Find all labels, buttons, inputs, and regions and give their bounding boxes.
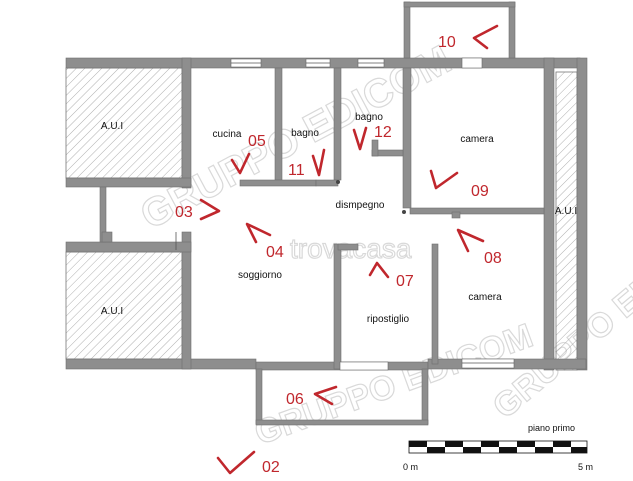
room-labels: A.U.I A.U.I A.U.I cucina bagno bagno cam… <box>101 112 577 325</box>
photo-arrow-07 <box>368 261 390 279</box>
photo-number-02: 02 <box>262 459 280 476</box>
photo-number-05: 05 <box>248 133 266 150</box>
window-camera-top <box>461 57 483 69</box>
room-label-ripostiglio: ripostiglio <box>367 314 410 325</box>
scale-title: piano primo <box>528 423 575 433</box>
photo-arrow-02 <box>216 450 256 475</box>
room-label-aui-bottom-left: A.U.I <box>101 306 123 317</box>
photo-number-07: 07 <box>396 273 414 290</box>
windows <box>230 57 515 371</box>
scale-start-label: 0 m <box>403 462 418 472</box>
scale-bar: piano primo 0 m 5 m <box>403 423 593 472</box>
window-camera-bottom <box>461 358 515 369</box>
room-label-aui-top-left: A.U.I <box>101 121 123 132</box>
room-label-aui-right: A.U.I <box>555 206 577 217</box>
scale-end-label: 5 m <box>578 462 593 472</box>
room-label-bagno-1: bagno <box>291 128 319 139</box>
photo-arrow-12 <box>352 126 368 151</box>
aui-top-left-area <box>65 67 183 179</box>
window-soggiorno <box>339 361 389 371</box>
photo-number-09: 09 <box>471 183 489 200</box>
photo-number-03: 03 <box>175 204 193 221</box>
door-markers <box>175 180 406 250</box>
photo-arrow-09 <box>429 169 459 190</box>
photo-arrow-11 <box>311 148 326 177</box>
photo-arrow-03 <box>199 198 221 221</box>
room-label-camera-bottom: camera <box>468 292 502 303</box>
watermark-brand-bottom: GRUPPO EDICOM <box>250 317 538 453</box>
photo-arrow-05 <box>230 152 251 175</box>
photo-number-06: 06 <box>286 391 304 408</box>
room-label-soggiorno: soggiorno <box>238 270 282 281</box>
photo-markers: 10 05 11 12 09 03 04 08 07 06 02 <box>175 24 502 476</box>
aui-right-area <box>555 71 578 371</box>
photo-arrow-08 <box>456 228 485 253</box>
room-label-camera-top: camera <box>460 134 494 145</box>
room-label-cucina: cucina <box>213 129 242 140</box>
photo-number-04: 04 <box>266 244 284 261</box>
photo-arrow-06 <box>313 385 338 406</box>
room-label-bagno-2: bagno <box>355 112 383 123</box>
photo-arrow-10 <box>472 24 499 50</box>
room-label-dismpegno: dismpegno <box>336 200 385 211</box>
photo-number-08: 08 <box>484 250 502 267</box>
photo-number-12: 12 <box>374 124 392 141</box>
aui-bottom-left-area <box>65 251 183 360</box>
photo-number-11: 11 <box>288 162 305 179</box>
photo-number-10: 10 <box>438 34 456 51</box>
photo-arrow-04 <box>245 222 272 244</box>
